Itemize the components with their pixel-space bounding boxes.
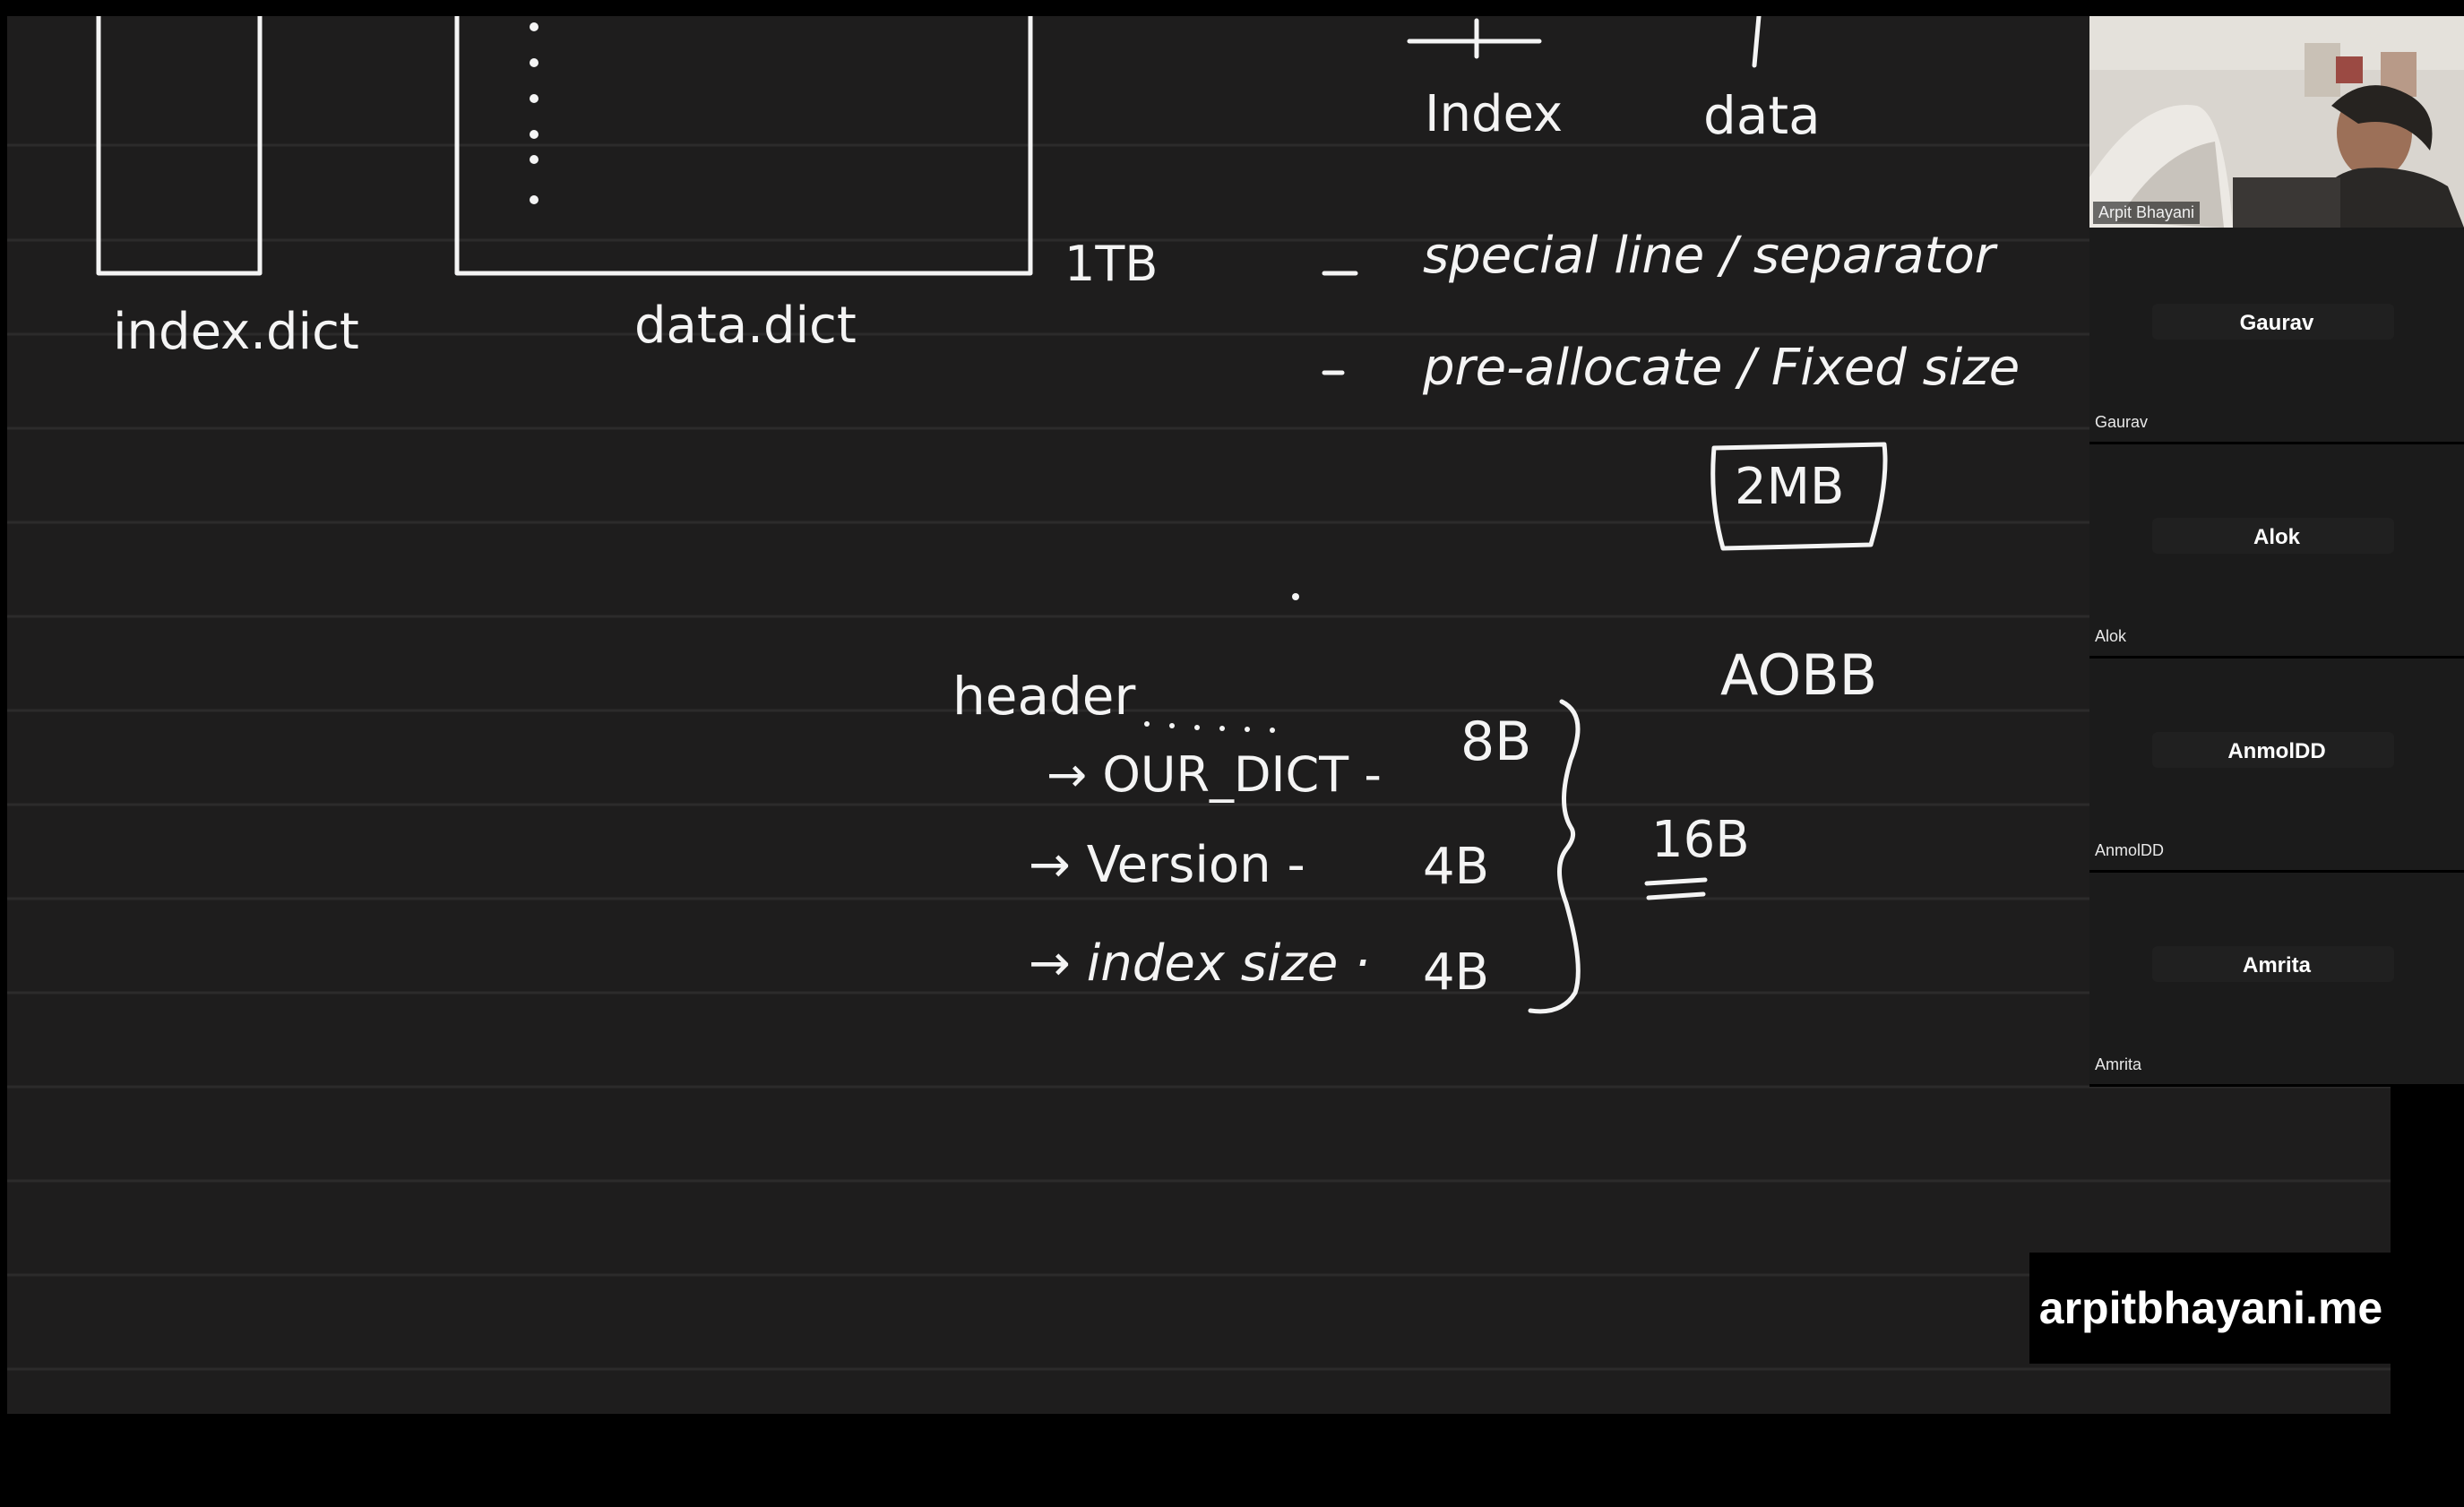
data-box-dots — [530, 22, 538, 204]
aobb-label: AOBB — [1720, 642, 1878, 708]
participant-name: Amrita — [2242, 953, 2312, 977]
participant-tile-anmoldd[interactable]: AnmolDD AnmolDD — [2089, 659, 2464, 873]
participant-name-plate — [2152, 946, 2394, 982]
field-index-size-value: 4B — [1423, 943, 1490, 1002]
watermark: arpitbhayani.me — [2029, 1253, 2392, 1364]
participants-panel: Arpit Bhayani Gaurav Gaurav Alok Alok An… — [2089, 16, 2464, 1087]
ruled-lines — [7, 143, 2391, 1371]
participant-name: AnmolDD — [2227, 739, 2326, 763]
fixed-size-box — [1710, 442, 1888, 551]
participant-tile-gaurav[interactable]: Gaurav Gaurav — [2089, 230, 2464, 444]
fixed-size-value: 2MB — [1735, 458, 1845, 516]
participant-label: Amrita — [2095, 1055, 2142, 1073]
header-dots — [1144, 721, 1275, 733]
participant-label: Gaurav — [2095, 413, 2149, 431]
host-video-feed — [2089, 16, 2464, 228]
total-size-label: 16B — [1651, 811, 1750, 869]
index-file-box — [96, 16, 263, 276]
host-name-tag: Arpit Bhayani — [2093, 202, 2201, 224]
participant-name: Alok — [2253, 525, 2300, 549]
total-brace — [1528, 699, 1581, 1014]
participant-tile-alok[interactable]: Alok Alok — [2089, 444, 2464, 659]
data-file-box — [454, 16, 1033, 276]
stray-dot — [1292, 593, 1299, 600]
whiteboard-canvas[interactable]: index.dict data.dict Index data 1TB spec… — [7, 16, 2391, 1414]
bullet-separator: special line / separator — [1423, 227, 1995, 285]
field-index-size: → index size · — [1029, 934, 1370, 993]
total-underline — [1644, 877, 1708, 900]
participant-tile-amrita[interactable]: Amrita Amrita — [2089, 873, 2464, 1087]
field-our-dict: → OUR_DICT - — [1047, 746, 1382, 803]
field-version-size: 4B — [1423, 838, 1490, 896]
participant-name-plate — [2152, 304, 2394, 340]
header-label: header — [952, 666, 1136, 727]
size-label: 1TB — [1064, 236, 1159, 292]
data-column-header: data — [1703, 85, 1821, 146]
index-file-label: index.dict — [113, 303, 359, 361]
index-column-header: Index — [1425, 85, 1564, 143]
top-cross-stroke — [1407, 18, 1542, 59]
data-file-label: data.dict — [634, 297, 857, 355]
participant-name: Gaurav — [2239, 311, 2314, 335]
participant-label: AnmolDD — [2095, 841, 2165, 859]
participant-name-plate — [2152, 518, 2394, 554]
whiteboard-drawing — [7, 16, 2391, 1371]
bullet-preallocate: pre-allocate / Fixed size — [1423, 339, 2020, 397]
participant-label: Alok — [2095, 627, 2127, 645]
field-version: → Version - — [1029, 836, 1305, 894]
field-our-dict-size: 8B — [1460, 710, 1532, 773]
host-video-tile[interactable]: Arpit Bhayani — [2089, 16, 2464, 228]
top-vertical-stroke — [1752, 16, 1762, 68]
participant-name-plate — [2152, 732, 2394, 768]
